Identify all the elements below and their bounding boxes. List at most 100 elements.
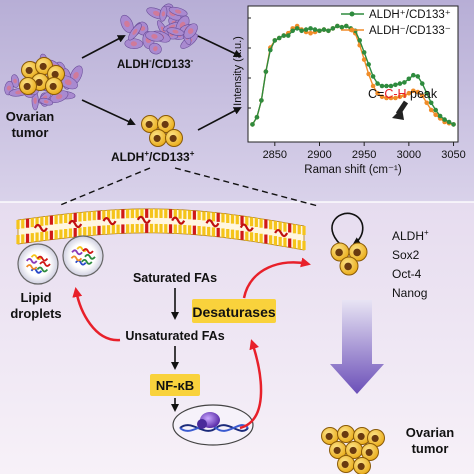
chart-legend: ALDH⁺/CD133⁺ ALDH⁻/CD133⁻ xyxy=(341,9,451,37)
x-tick-label: 2950 xyxy=(352,149,376,161)
saturated-fas-label: Saturated FAs xyxy=(133,271,217,285)
tumor-cell xyxy=(337,425,355,443)
series-point xyxy=(263,69,269,74)
series-point xyxy=(388,95,394,101)
arrow-neg-to-spectrum xyxy=(197,35,242,58)
unsaturated-fas-label: Unsaturated FAs xyxy=(125,329,224,343)
series-point xyxy=(433,107,438,113)
aldh-positive-stem-cells-icon xyxy=(330,242,368,276)
marker-aldh: ALDH+ xyxy=(392,228,429,243)
tumor-cell xyxy=(361,443,379,461)
series-point xyxy=(437,113,443,119)
series-point xyxy=(254,114,260,120)
series-point xyxy=(366,62,371,67)
series-point xyxy=(281,33,287,38)
series-point xyxy=(317,28,322,34)
legend-label-positive: ALDH⁺/CD133⁺ xyxy=(369,9,451,21)
chart-y-axis-label: Intensity (a.u.) xyxy=(232,36,244,106)
red-arrow-unsaturated-to-lipid-droplets xyxy=(72,287,121,342)
series-point xyxy=(375,90,380,96)
series-point xyxy=(366,71,371,77)
positive-cell xyxy=(149,129,167,147)
series-point xyxy=(384,83,389,89)
series-point xyxy=(415,74,421,79)
series-point xyxy=(285,33,291,38)
nucleus-dna-icon xyxy=(172,404,254,446)
series-point xyxy=(276,35,282,41)
series-point xyxy=(419,93,425,98)
series-point xyxy=(259,98,264,103)
series-point xyxy=(397,94,403,100)
legend-marker-negative xyxy=(349,27,355,33)
aldh-positive-label: ALDH+/CD133+ xyxy=(111,149,195,164)
series-point xyxy=(428,107,434,113)
series-point xyxy=(415,89,421,95)
series-point xyxy=(357,38,363,43)
series-point xyxy=(411,72,416,78)
series-point xyxy=(446,119,452,125)
series-point xyxy=(402,93,407,98)
zoom-dashed-line-right xyxy=(174,167,319,207)
series-point xyxy=(393,95,398,101)
lipid-droplet-icon xyxy=(17,235,104,285)
ovarian-tumor-label-line1: Ovarian xyxy=(6,109,54,124)
x-tick-label: 3050 xyxy=(441,149,465,161)
series-point xyxy=(330,26,336,31)
series-point xyxy=(335,23,340,29)
ovarian-tumor-bottom-icon xyxy=(321,425,385,474)
series-point xyxy=(433,112,438,118)
series-point xyxy=(308,30,313,36)
series-point xyxy=(308,26,313,31)
series-point xyxy=(361,50,367,55)
stem-cell xyxy=(339,256,359,276)
ovarian-tumor-label-line2: tumor xyxy=(12,125,49,140)
red-arrow-desaturases-to-stem-cells xyxy=(242,257,311,299)
positive-cell xyxy=(157,115,175,133)
lipid-droplets-label-line2: droplets xyxy=(10,306,61,321)
series-point xyxy=(397,81,403,86)
series-point xyxy=(370,74,376,79)
legend-label-negative: ALDH⁻/CD133⁻ xyxy=(369,25,451,37)
tumor-cell xyxy=(353,457,371,474)
series-point xyxy=(272,38,278,43)
series-point xyxy=(442,117,447,122)
series-point xyxy=(451,122,456,127)
peak-annotation: C=C-H peak xyxy=(368,87,438,101)
arrow-pos-to-spectrum xyxy=(197,107,242,131)
nfkb-label: NF-κB xyxy=(156,378,194,393)
series-point xyxy=(370,83,376,89)
series-point xyxy=(384,95,389,101)
aldh-negative-cell-cluster-icon xyxy=(120,3,198,55)
series-point xyxy=(312,27,318,32)
series-point xyxy=(326,28,331,34)
series-point xyxy=(290,28,295,34)
series-point xyxy=(294,26,300,31)
marker-oct4: Oct-4 xyxy=(392,267,422,281)
marker-nanog: Nanog xyxy=(392,286,427,300)
nfkb-highlight-box xyxy=(150,374,200,396)
lipid-droplets-label-line1: Lipid xyxy=(20,290,51,305)
series-point xyxy=(379,94,385,100)
series-point xyxy=(339,24,345,30)
self-renewal-arrow xyxy=(331,212,364,246)
series-point xyxy=(402,80,407,85)
series-point xyxy=(406,76,412,82)
series-point xyxy=(343,23,349,29)
series-point xyxy=(321,27,327,32)
series-point xyxy=(424,90,430,96)
series-point xyxy=(299,28,304,34)
legend-marker-positive xyxy=(349,11,355,17)
series-point xyxy=(361,57,367,62)
stem-cell xyxy=(348,242,368,262)
ovarian-tumor-cluster-icon xyxy=(4,53,83,111)
red-arrow-nucleus-to-desaturases xyxy=(239,339,263,430)
series-point xyxy=(393,82,398,88)
series-point xyxy=(379,83,385,89)
tumor-cell xyxy=(19,77,37,95)
arrow-to-aldh-positive xyxy=(81,99,136,126)
x-tick-label: 2850 xyxy=(263,149,287,161)
tumor-cell xyxy=(337,455,355,473)
